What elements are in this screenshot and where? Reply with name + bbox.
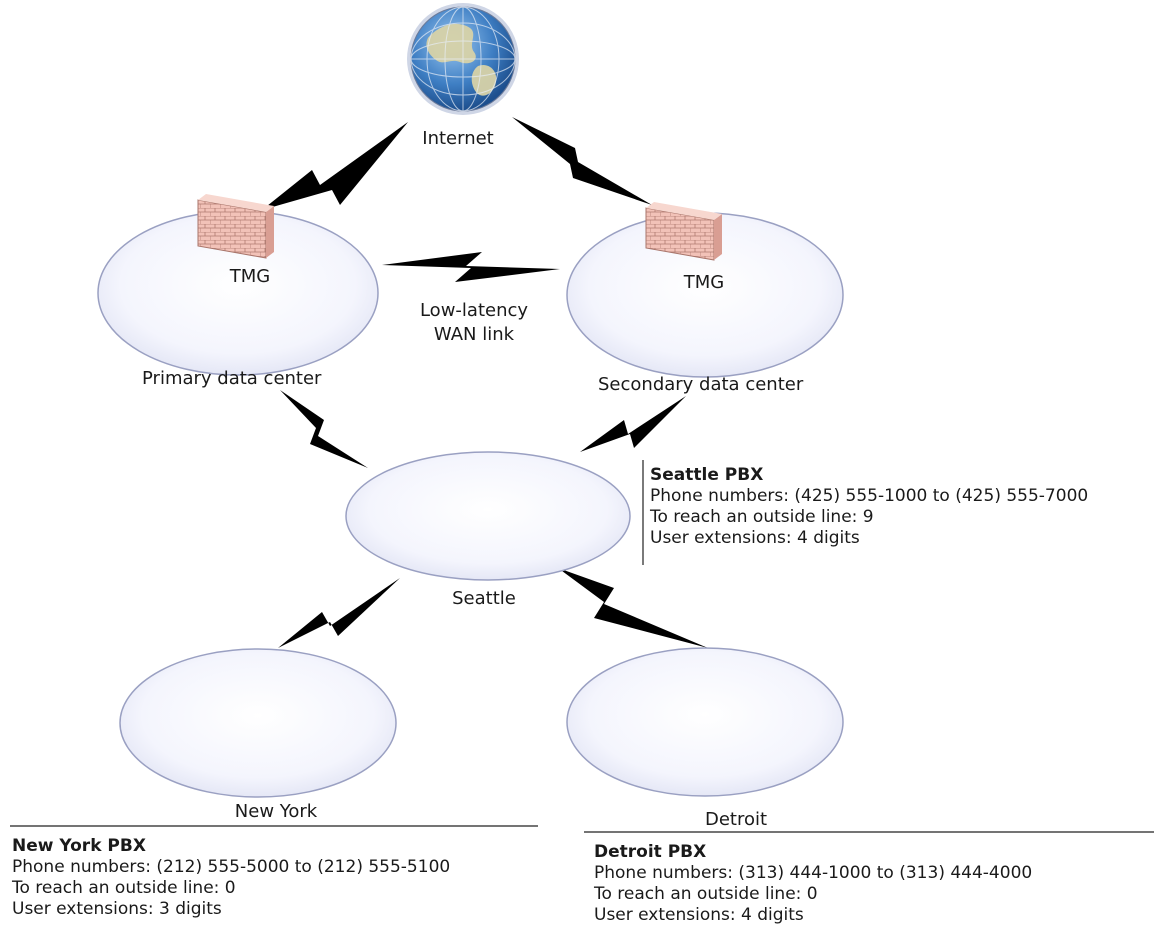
wan-link-label-line2: WAN link [433, 324, 515, 345]
newyork-site-ellipse [119, 648, 397, 798]
wan-link-label: Low-latency WAN link [420, 299, 528, 347]
link-primary-seattle [280, 390, 368, 468]
seattle-site-ellipse [345, 451, 631, 581]
detroit-pbx-phone-numbers: Phone numbers: (313) 444-1000 to (313) 4… [594, 863, 1033, 883]
wan-link-label-line1: Low-latency [419, 300, 529, 321]
newyork-label: New York [234, 801, 318, 822]
link-internet-secondary [512, 117, 652, 205]
newyork-pbx-info: New York PBX Phone numbers: (212) 555-50… [12, 836, 450, 920]
newyork-pbx-outside-line: To reach an outside line: 0 [12, 878, 236, 898]
detroit-pbx-outside-line: To reach an outside line: 0 [594, 884, 818, 904]
seattle-pbx-info: Seattle PBX Phone numbers: (425) 555-100… [650, 465, 1088, 549]
primary-tmg-label: TMG [229, 266, 271, 287]
detroit-pbx-info: Detroit PBX Phone numbers: (313) 444-100… [594, 842, 1032, 926]
seattle-label: Seattle [452, 588, 516, 609]
firewall-icon [197, 194, 274, 259]
link-seattle-newyork [278, 578, 400, 648]
primary-datacenter-label: Primary data center [142, 368, 322, 389]
newyork-pbx-title: New York PBX [12, 836, 146, 856]
wan-link-icon [262, 117, 708, 648]
internet-label: Internet [422, 128, 494, 149]
detroit-pbx-title: Detroit PBX [594, 842, 707, 862]
newyork-pbx-extensions: User extensions: 3 digits [12, 899, 222, 919]
link-secondary-seattle [580, 396, 686, 452]
firewall-icon [645, 202, 722, 261]
secondary-tmg-label: TMG [683, 272, 725, 293]
seattle-pbx-phone-numbers: Phone numbers: (425) 555-1000 to (425) 5… [650, 486, 1089, 506]
detroit-label: Detroit [704, 809, 768, 830]
seattle-pbx-title: Seattle PBX [650, 465, 764, 485]
secondary-datacenter-label: Secondary data center [598, 374, 804, 395]
detroit-pbx-extensions: User extensions: 4 digits [594, 905, 804, 925]
link-primary-secondary [382, 252, 560, 282]
link-internet-primary [262, 122, 408, 210]
seattle-pbx-outside-line: To reach an outside line: 9 [650, 507, 874, 527]
seattle-pbx-extensions: User extensions: 4 digits [650, 528, 860, 548]
newyork-pbx-phone-numbers: Phone numbers: (212) 555-5000 to (212) 5… [12, 857, 451, 877]
detroit-site-ellipse [566, 647, 844, 797]
globe-icon [407, 3, 519, 115]
link-seattle-detroit [558, 568, 708, 648]
